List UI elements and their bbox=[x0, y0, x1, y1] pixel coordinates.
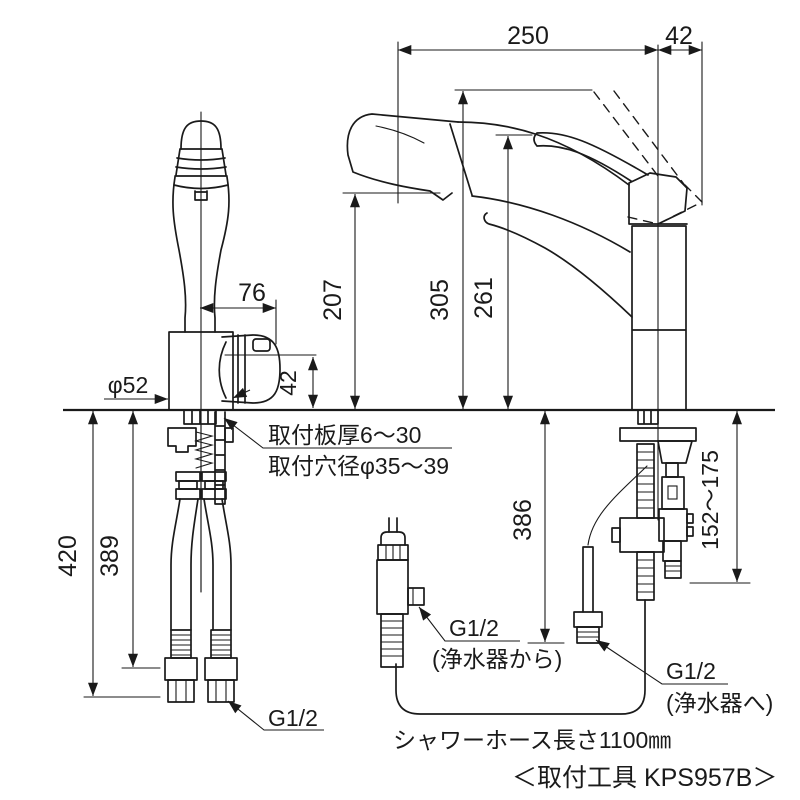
front-view-supply-hoses bbox=[164, 409, 238, 703]
dim-42-side-label: 42 bbox=[275, 370, 301, 396]
dim-42-top-label: 42 bbox=[665, 22, 693, 50]
dim-250-label: 250 bbox=[507, 22, 549, 50]
g12-to-note: (浄水器へ) bbox=[666, 690, 773, 716]
dim-420-label: 420 bbox=[54, 535, 82, 577]
g12-from-note: (浄水器から) bbox=[432, 646, 562, 672]
dim-386-label: 386 bbox=[509, 499, 537, 541]
mounting-hole-note: 取付穴径φ35〜39 bbox=[268, 453, 449, 479]
dim-207-label: 207 bbox=[319, 279, 347, 321]
dim-261-label: 261 bbox=[470, 277, 498, 319]
note-labels: 取付板厚6〜30 取付穴径φ35〜39 G1/2 G1/2 (浄水器から) G1… bbox=[268, 422, 777, 792]
mounting-tool-note: ＜取付工具 KPS957B＞ bbox=[512, 764, 777, 792]
dim-76-label: 76 bbox=[238, 279, 266, 307]
shower-hose-loop bbox=[395, 599, 646, 715]
g12-left-label: G1/2 bbox=[268, 705, 318, 731]
mounting-plate-note: 取付板厚6〜30 bbox=[268, 422, 421, 448]
dimension-labels: 250 42 76 φ52 42 207 305 261 420 389 386… bbox=[54, 22, 723, 577]
g12-from-label: G1/2 bbox=[449, 615, 499, 641]
side-view-under-counter bbox=[376, 409, 697, 715]
dim-152-175-label: 152〜175 bbox=[697, 450, 723, 550]
side-view-faucet bbox=[346, 44, 704, 521]
leader-lines bbox=[223, 417, 728, 731]
shower-hose-length-note: シャワーホース長さ1100㎜ bbox=[393, 727, 671, 753]
g12-to-label: G1/2 bbox=[666, 658, 716, 684]
dimensions bbox=[83, 41, 751, 698]
dim-305-label: 305 bbox=[426, 279, 454, 321]
dim-phi52-label: φ52 bbox=[108, 372, 149, 398]
front-view-faucet bbox=[168, 111, 281, 593]
dim-389-label: 389 bbox=[96, 535, 124, 577]
